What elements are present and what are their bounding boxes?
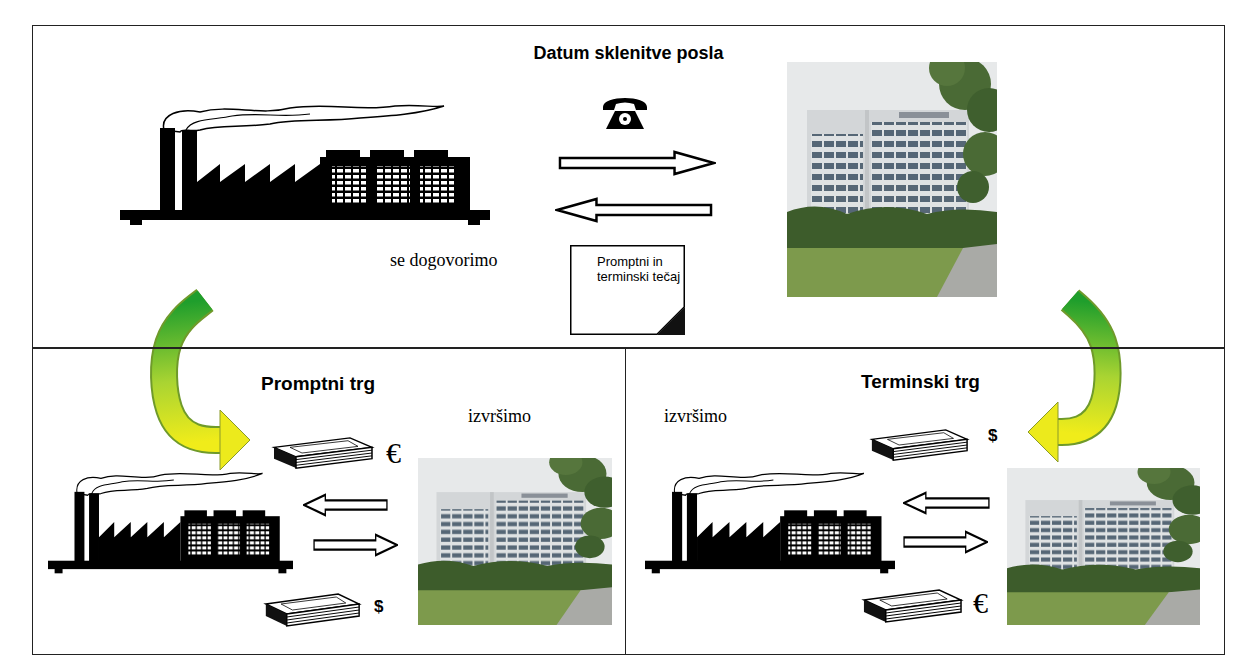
document-outline (570, 245, 685, 335)
document-sheet (571, 246, 685, 335)
arrow-body (1058, 300, 1108, 432)
forward-market-panel: Terminski trg (625, 348, 1225, 655)
currency-sign: € (386, 436, 401, 470)
curved-arrow (164, 300, 250, 470)
action-note: izvršimo (664, 406, 727, 427)
currency-sign: € (973, 586, 988, 620)
money-stack (864, 590, 961, 622)
block-arrow (557, 199, 711, 221)
arrow-body (164, 300, 220, 440)
document-fold (657, 307, 685, 335)
currency-sign: $ (988, 426, 997, 446)
arrow-outline (1058, 300, 1108, 432)
money-stack (266, 594, 359, 626)
block-arrow (904, 532, 987, 552)
node-heading: Promptni in terminski tečaj (597, 254, 681, 284)
arrow-outline (164, 300, 220, 440)
bank-photo (787, 50, 1011, 297)
arrow-head (220, 410, 250, 470)
block-arrow (904, 493, 989, 513)
block-arrow (304, 495, 387, 515)
block-arrow (560, 152, 714, 174)
action-note: se dogovorimo (390, 250, 498, 271)
money-stack (872, 430, 967, 460)
factory-icon (120, 105, 490, 225)
deal-panel: Datum sklenitve poslaPromptni in termins… (32, 25, 1225, 348)
currency-sign: $ (374, 597, 383, 617)
block-arrow (314, 535, 397, 555)
action-note: izvršimo (468, 406, 531, 427)
block-arrow (304, 495, 387, 515)
curved-arrow (1028, 300, 1108, 462)
bank-photo (1007, 460, 1213, 625)
money-stack (274, 438, 372, 468)
spot-market-panel: Promptni trg (32, 348, 626, 655)
node-heading: Terminski trg (861, 371, 1224, 393)
factory-icon (48, 473, 293, 573)
node-heading: Datum sklenitve posla (33, 43, 1224, 64)
factory-icon (645, 473, 895, 573)
bank-photo (418, 449, 625, 625)
block-arrow (904, 493, 989, 513)
block-arrow (557, 199, 711, 221)
node-heading: Promptni trg (261, 373, 625, 395)
rate-document: Promptni in terminski tečaj (570, 245, 685, 335)
arrow-head (1028, 402, 1058, 462)
phone-icon (603, 98, 647, 129)
